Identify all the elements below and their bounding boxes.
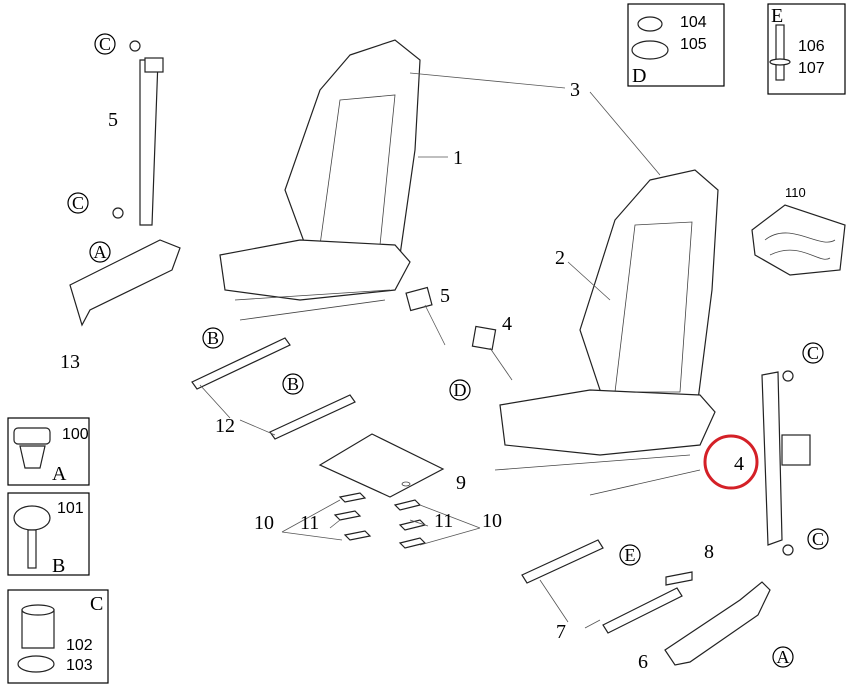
callout-110: 110	[785, 185, 806, 200]
callout-6: 6	[638, 651, 648, 673]
pads	[281, 492, 481, 549]
callout-1: 1	[453, 147, 463, 169]
svg-text:A: A	[52, 463, 67, 485]
callout-5-left: 5	[108, 109, 118, 131]
callout-2: 2	[555, 247, 565, 269]
letter-c: C	[812, 529, 824, 549]
sliders-right	[521, 539, 693, 634]
inset-d: 104 105 D	[627, 3, 725, 87]
letter-c: C	[99, 34, 111, 54]
buckles-center	[405, 286, 513, 381]
callout-12: 12	[215, 415, 235, 437]
callout-4-right: 4	[734, 453, 744, 475]
svg-text:106: 106	[798, 38, 825, 55]
mat	[318, 433, 445, 498]
circled-letters: C C A B B D C C E A	[67, 33, 829, 668]
callout-11-right: 11	[434, 510, 453, 532]
callout-7: 7	[556, 621, 566, 643]
letter-b: B	[207, 328, 219, 348]
callout-9: 9	[456, 472, 466, 494]
letter-d: D	[454, 380, 467, 400]
svg-text:101: 101	[57, 500, 84, 517]
callout-10-left: 10	[254, 512, 274, 534]
letter-b: B	[287, 374, 299, 394]
svg-text:D: D	[632, 65, 646, 87]
callout-4-center: 4	[502, 313, 512, 335]
rail-right	[664, 581, 771, 666]
callout-11-left: 11	[300, 512, 319, 534]
callout-13: 13	[60, 351, 80, 373]
callout-3: 3	[570, 79, 580, 101]
inset-b: 101 B	[7, 492, 90, 577]
svg-text:103: 103	[66, 657, 93, 674]
svg-text:E: E	[771, 5, 783, 27]
svg-text:105: 105	[680, 36, 707, 53]
svg-text:104: 104	[680, 14, 707, 31]
inset-e: E 106 107	[767, 3, 846, 95]
svg-text:B: B	[52, 555, 65, 577]
wire-harness	[751, 204, 846, 276]
belt-right	[761, 370, 811, 556]
letter-a: A	[777, 647, 790, 667]
callout-5-center: 5	[440, 285, 450, 307]
seat-right	[494, 169, 719, 496]
slider-plates-left	[191, 337, 356, 440]
letter-e: E	[625, 545, 636, 565]
inset-c: C 102 103	[7, 589, 109, 684]
letter-c: C	[807, 343, 819, 363]
svg-text:102: 102	[66, 637, 93, 654]
inset-a: 100 A	[7, 417, 90, 486]
letter-a: A	[94, 242, 107, 262]
letter-c: C	[72, 193, 84, 213]
highlight-circle	[703, 434, 759, 490]
callout-8: 8	[704, 541, 714, 563]
seat-left	[219, 39, 421, 321]
callout-10-right: 10	[482, 510, 502, 532]
svg-text:100: 100	[62, 426, 89, 443]
svg-text:C: C	[90, 593, 103, 615]
svg-text:107: 107	[798, 60, 825, 77]
belt-left	[69, 40, 181, 327]
